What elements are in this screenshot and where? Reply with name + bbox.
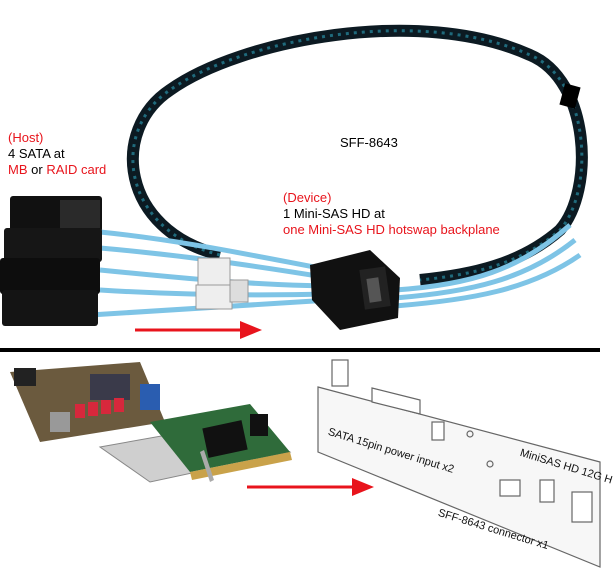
cable-sleeve [126,24,588,286]
section-divider [0,348,600,352]
hardware-panel: SATA 15pin power input x2 MiniSAS HD 12G… [0,352,614,572]
page: SFF-8643 (Host) 4 SATA at MB or RAID car… [0,24,614,572]
raid-card [98,404,292,483]
cable-label: SFF-8643 [340,135,398,150]
cable-illustration [0,24,588,339]
host-line2: MB or RAID card [8,162,106,178]
host-description: (Host) 4 SATA at MB or RAID card [8,130,106,178]
host-or: or [31,162,43,177]
host-heading: (Host) [8,130,44,145]
device-heading: (Device) [283,190,332,205]
cable-label-sleeve [197,257,231,289]
host-line1: 4 SATA at [8,146,65,161]
device-description: (Device) 1 Mini-SAS HD at one Mini-SAS H… [283,190,500,238]
host-raid: RAID card [46,162,107,177]
device-line1: 1 Mini-SAS HD at [283,206,385,221]
sata-connectors [0,196,102,326]
hardware-illustration [10,359,601,568]
backplane-drawing [317,359,601,568]
device-line2: one Mini-SAS HD hotswap backplane [283,222,500,237]
cable-panel: SFF-8643 (Host) 4 SATA at MB or RAID car… [0,24,588,339]
sff-8643-connector [310,250,400,330]
direction-arrow-bottom [247,478,374,496]
direction-arrow-top [135,321,262,339]
host-mb: MB [8,162,28,177]
motherboard [10,362,165,442]
